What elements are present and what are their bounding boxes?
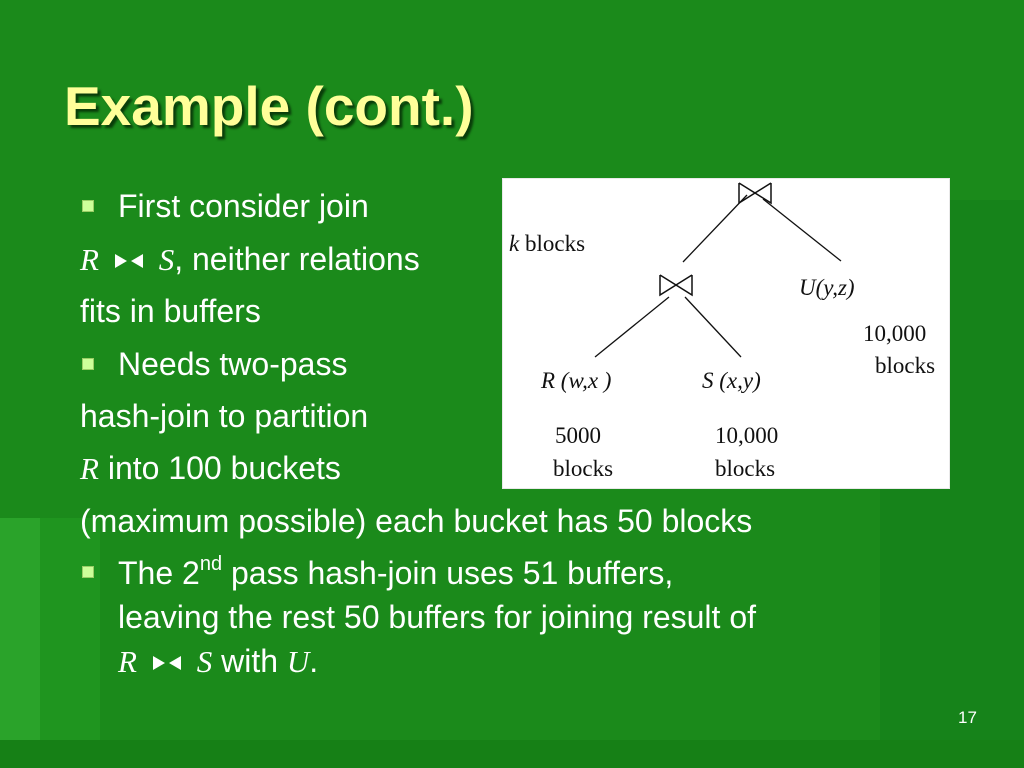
background-band-bottom [0,740,1024,768]
bullet-3-line-3: R S with U. [118,643,318,680]
bullet-2-line-1: Needs two-pass [118,346,348,382]
bullet-2-line-2: hash-join to partition [80,398,369,434]
bullet-3-pre: The 2 [118,555,200,591]
ordinal-suffix: nd [199,553,223,575]
bullet-1-line-2-text: , neither relations [174,241,420,277]
lower-join-icon [659,274,693,297]
join-icon [152,656,181,670]
bullet-3-post: pass hash-join uses 51 buffers, [222,555,674,591]
join-icon [114,254,143,268]
edge-top-to-u [762,198,842,262]
bullet-3-line-1: The 2nd pass hash-join uses 51 buffers, [118,553,674,591]
slide-title: Example (cont.) [64,75,474,137]
u-node-label: U(y,z) [799,275,855,300]
s-size-line-2: blocks [715,456,775,481]
join-tree-diagram: k blocks U(y,z) 10,000 blocks R (w,x ) S… [509,182,935,481]
bullet-2-line-3: R into 100 buckets [80,450,341,487]
page-number: 17 [958,708,977,727]
bullet-marker-1 [82,200,94,212]
edge-join-to-s [684,296,742,358]
s-size-line-1: 10,000 [715,423,778,448]
top-join-icon [738,182,772,205]
bullet-marker-2 [82,358,94,370]
r-size-line-2: blocks [553,456,613,481]
bullet-1-line-2: R S, neither relations [80,241,420,278]
edge-top-to-join [682,194,748,263]
r-size-line-1: 5000 [555,423,601,448]
r-node-label: R (w,x ) [540,368,611,393]
k-blocks-label: k blocks [509,231,585,256]
bullet-2-line-3-text: into 100 buckets [98,450,341,486]
s-node-label: S (x,y) [702,368,761,393]
relation-s: S [196,644,213,679]
bullet-1-line-3: fits in buffers [80,293,261,329]
bullet-2-line-4: (maximum possible) each bucket has 50 bl… [80,503,753,539]
relation-u: U [286,644,310,679]
bullet-3-with: with [212,643,287,679]
bullet-3-end: . [309,643,319,679]
bullet-marker-3 [82,566,94,578]
relation-s: S [158,242,175,277]
u-size-line-1: 10,000 [863,321,926,346]
relation-r: R [118,644,137,679]
u-size-line-2: blocks [875,353,935,378]
join-tree-figure: k blocks U(y,z) 10,000 blocks R (w,x ) S… [502,178,950,489]
bullet-3-line-2: leaving the rest 50 buffers for joining … [118,599,756,635]
background-stripe-left-inner [40,518,100,768]
relation-r: R [80,242,99,277]
relation-r: R [80,451,99,486]
bullet-1-line-1: First consider join [118,188,369,224]
background-stripe-left [0,518,40,768]
edge-join-to-r [594,296,670,358]
